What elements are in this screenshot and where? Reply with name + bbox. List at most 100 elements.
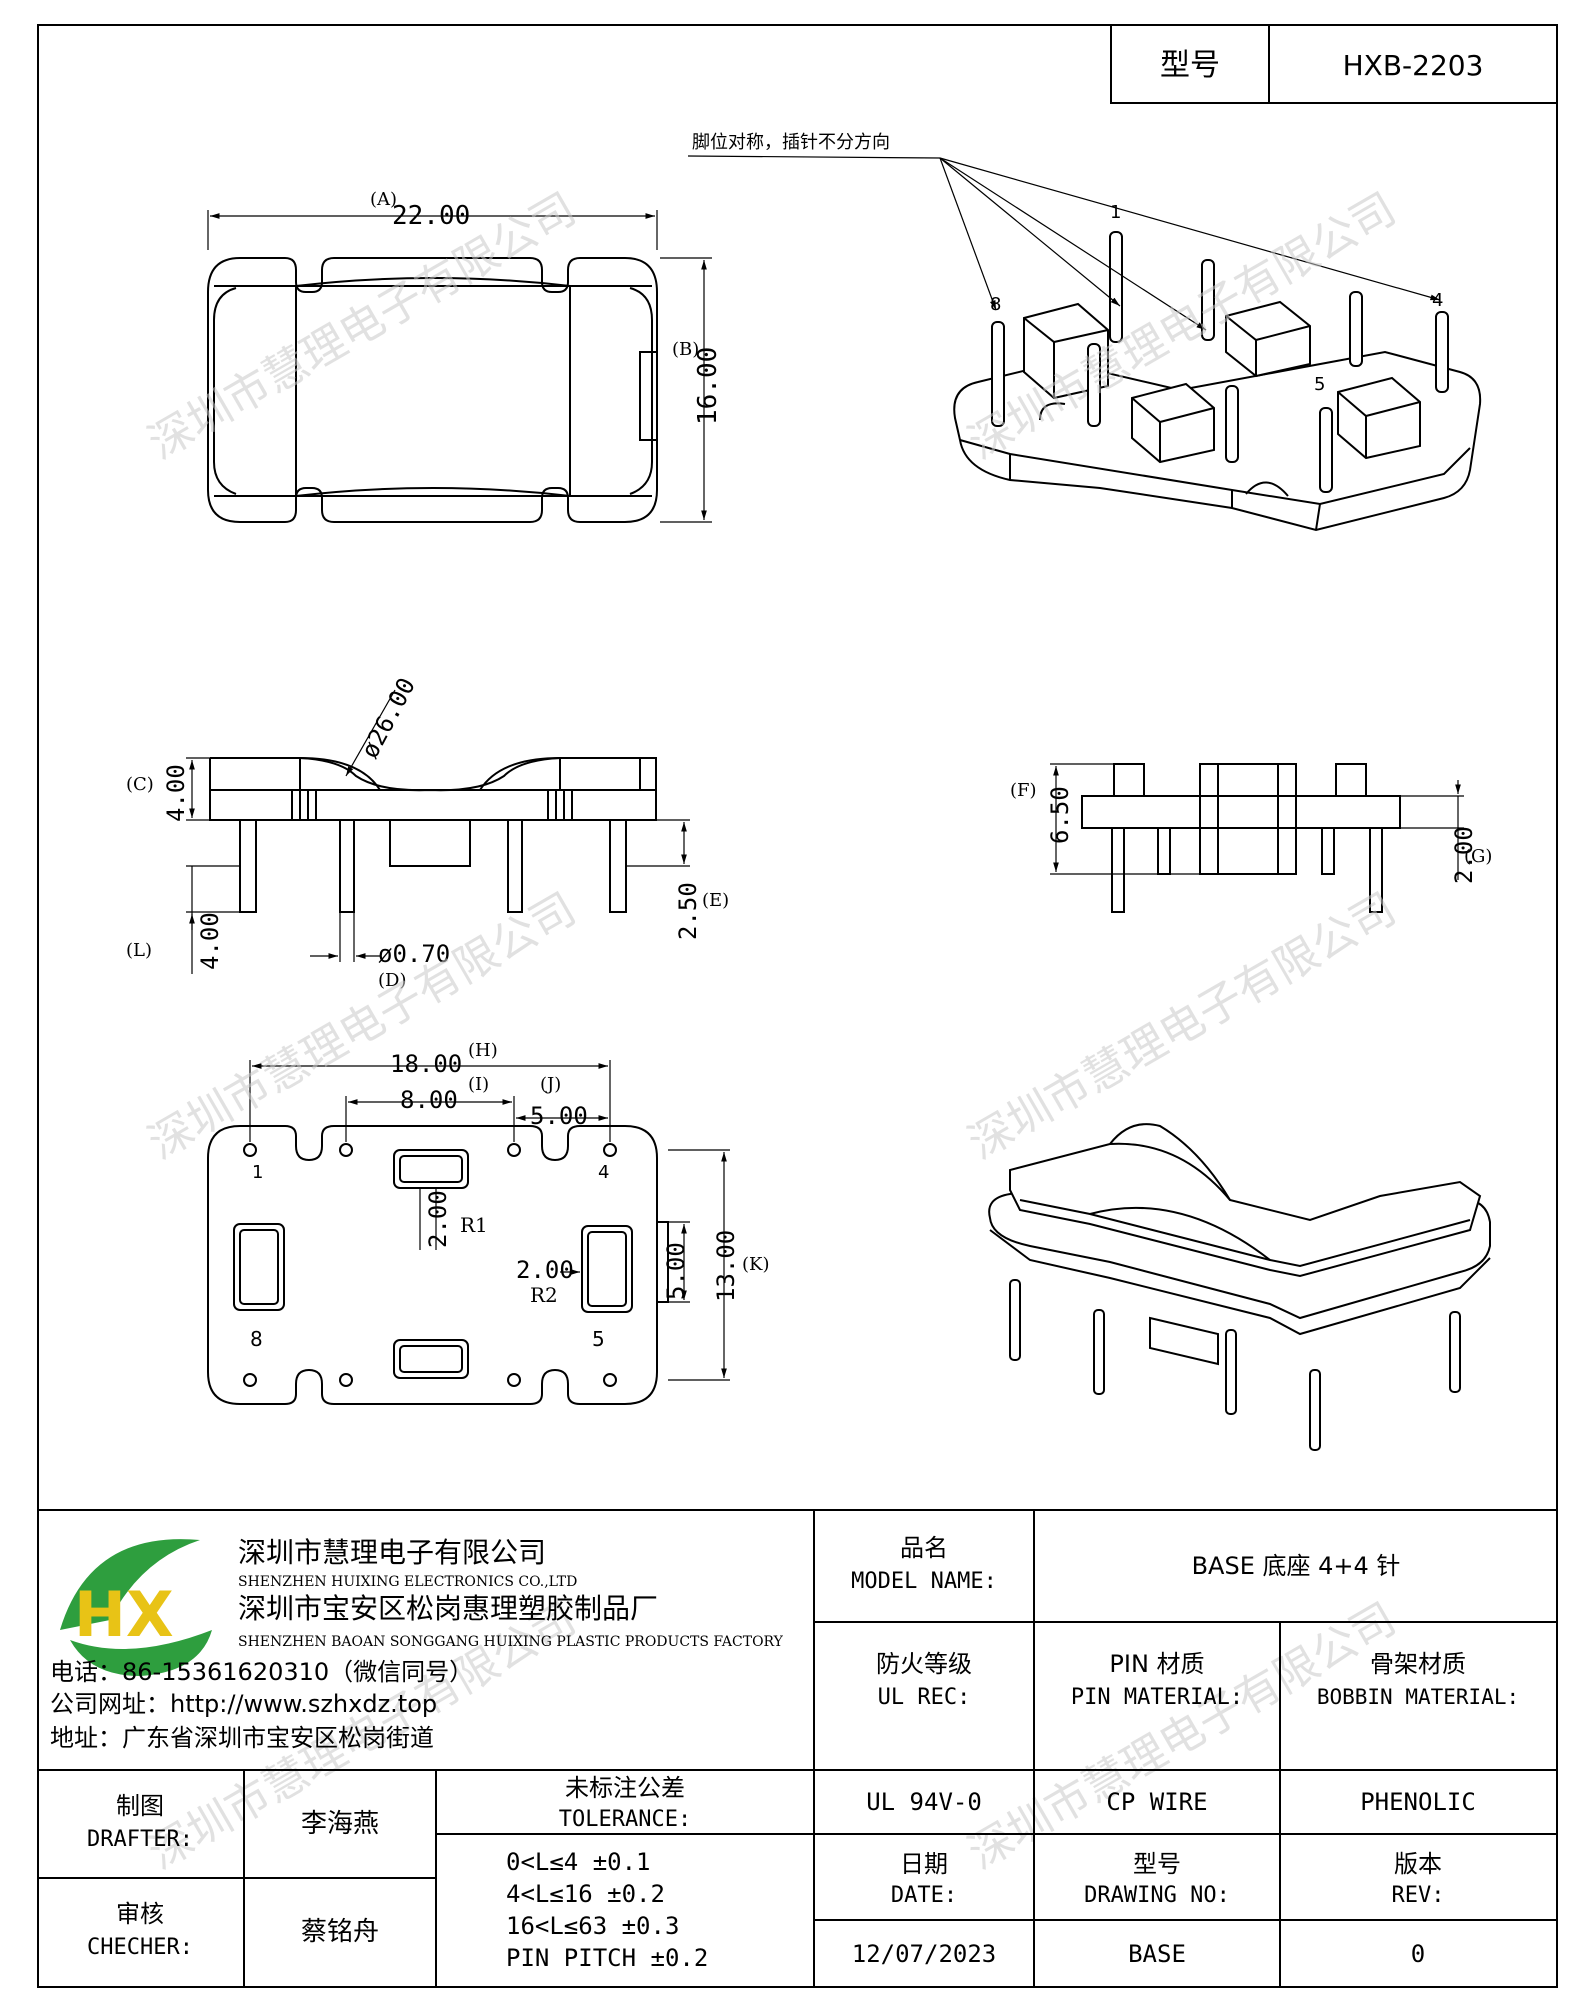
rev-en: REV:: [1392, 1883, 1445, 1908]
dim-slot-value: 5.00: [662, 1242, 690, 1300]
company-name-en: SHENZHEN HUIXING ELECTRONICS CO.,LTD: [238, 1574, 577, 1590]
pin-note: 脚位对称，插针不分方向: [692, 132, 890, 153]
dim-R1-label: R1: [460, 1213, 488, 1237]
company-address: 地址：广东省深圳市宝安区松岗街道: [50, 1724, 434, 1752]
dim-I-value: 8.00: [400, 1086, 458, 1114]
dim-A-value: 22.00: [392, 201, 470, 231]
iso-pin-5: 5: [1314, 374, 1325, 395]
fire-rating-cn: 防火等级: [876, 1650, 972, 1678]
iso-note: 脚位对称，插针不分方向 1 8 4 5: [687, 132, 1443, 395]
dim-A-label: (A): [370, 189, 397, 210]
iso-pin-8: 8: [990, 294, 1001, 315]
rev-cn: 版本: [1394, 1850, 1442, 1878]
checker-en: CHECHER:: [87, 1935, 193, 1960]
dim-F-value: 6.50: [1046, 786, 1074, 844]
dim-G-value: 2.00: [1450, 826, 1478, 884]
watermark-6: 深圳市慧理电子有限公司: [960, 1593, 1405, 1879]
pin-material-cn: PIN 材质: [1109, 1650, 1204, 1678]
factory-name-cn: 深圳市宝安区松岗惠理塑胶制品厂: [238, 1592, 658, 1625]
drafter-cn: 制图: [116, 1792, 164, 1820]
company-phone: 电话：86-15361620310（微信同号）: [50, 1658, 473, 1686]
company-info: 深圳市慧理电子有限公司 SHENZHEN HUIXING ELECTRONICS…: [50, 1536, 784, 1752]
header-model-value: HXB-2203: [1343, 49, 1484, 82]
dim-F-label: (F): [1010, 780, 1037, 801]
iso-pin-1: 1: [1110, 202, 1121, 223]
bobbin-material-en: BOBBIN MATERIAL:: [1317, 1685, 1519, 1709]
watermark-4: 深圳市慧理电子有限公司: [960, 883, 1405, 1169]
dim-E-label: (E): [702, 890, 729, 911]
dim-B-label: (B): [672, 339, 699, 360]
bottom-pin-4: 4: [598, 1162, 609, 1183]
dim-D-label: (D): [378, 970, 406, 991]
tolerance-line-1: 0<L≤4 ±0.1: [506, 1848, 651, 1876]
dim-J-value: 5.00: [530, 1102, 588, 1130]
date-value: 12/07/2023: [852, 1940, 997, 1968]
rev-value: 0: [1411, 1940, 1425, 1968]
dim-K-value: 13.00: [712, 1230, 740, 1302]
dim-K-label: (K): [742, 1254, 770, 1275]
dim-B-value: 16.00: [693, 347, 723, 425]
bottom-dims: 1 4 8 5 18.00 (H) 8.00 (I) 5.00 (J) 13.0…: [249, 1040, 770, 1381]
bobbin-material-value: PHENOLIC: [1360, 1788, 1476, 1816]
watermark-1: 深圳市慧理电子有限公司: [140, 183, 585, 469]
dim-L-value: 4.00: [196, 912, 224, 970]
title-block: [38, 1509, 1557, 1987]
dim-E-value: 2.50: [674, 882, 702, 940]
tolerance-en: TOLERANCE:: [559, 1807, 691, 1832]
dim-J-label: (J): [540, 1074, 561, 1095]
company-website: 公司网址：http://www.szhxdz.top: [50, 1690, 437, 1718]
drafter-name: 李海燕: [301, 1809, 379, 1839]
dim-I-label: (I): [468, 1074, 489, 1095]
tolerance-line-4: PIN PITCH ±0.2: [506, 1944, 708, 1972]
dim-C-value: 4.00: [162, 764, 190, 822]
side-dims: (F) 6.50 (G) 2.00: [1010, 763, 1492, 884]
dimension-A: (A) 22.00: [207, 189, 658, 250]
iso-pin-4: 4: [1432, 290, 1443, 311]
drafter-en: DRAFTER:: [87, 1827, 193, 1852]
drawing-border: [37, 24, 1558, 1988]
top-view: [207, 257, 658, 523]
header-model-box: 型号 HXB-2203: [1110, 24, 1558, 104]
dimension-B: (B) 16.00: [660, 257, 723, 523]
front-view: [209, 757, 657, 913]
front-dims: ø26.00 (C) 4.00 (L) 4.00 (E) 2.50 ø0.70 …: [126, 673, 729, 991]
factory-name-en: SHENZHEN BAOAN SONGGANG HUIXING PLASTIC …: [238, 1634, 784, 1650]
iso-view-pins-up: [953, 231, 1482, 532]
company-name-cn: 深圳市慧理电子有限公司: [238, 1536, 546, 1569]
pin-material-value: CP WIRE: [1106, 1788, 1207, 1816]
dim-L-label: (L): [126, 940, 152, 961]
bobbin-material-cn: 骨架材质: [1370, 1650, 1466, 1678]
model-name-cn: 品名: [900, 1534, 948, 1562]
dim-dia-value: ø26.00: [356, 673, 421, 763]
tolerance-lines: 0<L≤4 ±0.1 4<L≤16 ±0.2 16<L≤63 ±0.3 PIN …: [506, 1848, 708, 1972]
dim-H-label: (H): [468, 1040, 498, 1061]
dim-R2-label: R2: [530, 1283, 558, 1307]
bottom-pin-5: 5: [592, 1327, 605, 1351]
header-model-label: 型号: [1160, 48, 1220, 83]
dim-D-value: ø0.70: [378, 940, 450, 968]
logo-letters: HX: [74, 1578, 174, 1651]
side-view: [1081, 763, 1401, 913]
date-cn: 日期: [900, 1850, 948, 1878]
title-cells: 品名 MODEL NAME: BASE 底座 4+4 针 防火等级 UL REC…: [87, 1534, 1519, 1968]
dim-G-label: (G): [1464, 846, 1492, 867]
tolerance-cn: 未标注公差: [565, 1774, 685, 1802]
drawing-no-cn: 型号: [1133, 1850, 1181, 1878]
dim-R2-value: 2.00: [516, 1256, 574, 1284]
bottom-pin-1: 1: [252, 1162, 263, 1183]
drawing-no-en: DRAWING NO:: [1084, 1883, 1230, 1908]
fire-rating-value: UL 94V-0: [866, 1788, 982, 1816]
model-name-value: BASE 底座 4+4 针: [1192, 1552, 1401, 1580]
bottom-pin-8: 8: [250, 1327, 263, 1351]
tolerance-line-3: 16<L≤63 ±0.3: [506, 1912, 679, 1940]
checker-name: 蔡铭舟: [301, 1917, 379, 1947]
tolerance-line-2: 4<L≤16 ±0.2: [506, 1880, 665, 1908]
dim-R1-value: 2.00: [424, 1190, 452, 1248]
checker-cn: 审核: [116, 1900, 164, 1928]
company-logo: HX: [60, 1539, 212, 1676]
iso-view-pins-down: [988, 1123, 1491, 1451]
pin-material-en: PIN MATERIAL:: [1071, 1685, 1243, 1710]
fire-rating-en: UL REC:: [878, 1685, 971, 1710]
model-name-en: MODEL NAME:: [851, 1569, 997, 1594]
